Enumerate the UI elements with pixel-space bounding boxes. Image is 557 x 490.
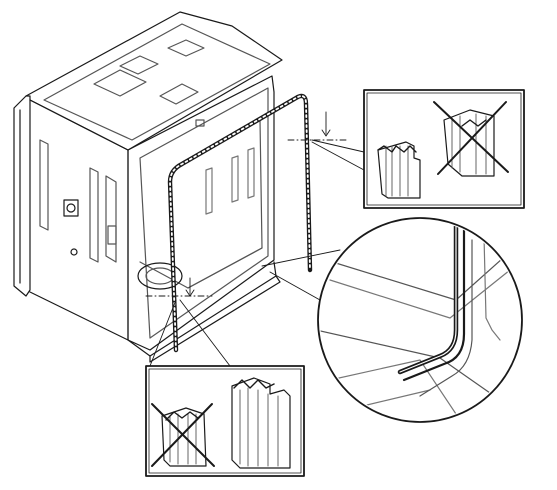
tub-side-port	[70, 248, 78, 256]
tub-sump-inner	[145, 267, 175, 285]
top-right-detail	[363, 89, 525, 209]
tub-base	[127, 261, 277, 357]
magnifier-ring	[317, 217, 523, 423]
door-seal-gasket	[167, 93, 313, 353]
tub-top-panel-3	[159, 83, 199, 105]
bottom-left-detail-frame-inner	[148, 368, 302, 474]
tub-side-rib-1	[39, 139, 49, 231]
incorrect-profile	[433, 101, 509, 177]
tub-side-wall	[29, 99, 129, 341]
incorrect-profile-lower	[151, 403, 215, 467]
tub-top-panel-2	[119, 55, 159, 75]
tub-side-bracket	[107, 225, 117, 245]
bottom-leader-1	[149, 299, 177, 367]
tub-inner-back	[181, 119, 263, 289]
top-right-detail-frame	[363, 89, 525, 209]
tub-base-lower	[149, 275, 281, 363]
correct-profile	[377, 141, 421, 199]
magnifier-gasket	[397, 223, 459, 375]
gasket-inner	[169, 95, 311, 351]
corner-magnifier-circle	[317, 217, 523, 423]
tub-top-panel-1	[93, 69, 147, 97]
tub-front-frame-outer	[127, 75, 275, 351]
bottom-leader-2	[179, 299, 231, 367]
top-arrow-head	[321, 129, 331, 137]
top-right-detail-frame-inner	[366, 92, 522, 206]
tub-side-fitting-hole	[66, 203, 76, 213]
tub-inner-rib-1	[205, 167, 213, 215]
tub-latch-top	[195, 119, 205, 127]
dishwasher-tub	[13, 11, 283, 363]
tub-side-rib-2	[89, 167, 99, 263]
tub-top-inner	[43, 23, 271, 141]
tub-left-flange	[13, 95, 31, 297]
tub-side-fitting	[63, 199, 79, 217]
bottom-left-cross-icon	[151, 403, 215, 467]
tub-inner-rib-2	[231, 155, 239, 203]
tub-top-panel-4	[167, 39, 205, 57]
top-leader-1	[311, 139, 365, 153]
callout-leaders	[145, 111, 365, 367]
correct-profile-lower	[231, 377, 291, 469]
bottom-left-detail-frame	[145, 365, 305, 477]
top-right-cross-icon	[433, 101, 509, 175]
magnifier-leader-2	[269, 271, 321, 301]
tub-inner-rib-3	[247, 147, 255, 199]
gasket-outer	[167, 93, 313, 353]
magnifier-leader-1	[261, 249, 341, 267]
tub-floor	[139, 247, 263, 289]
top-leader-2	[311, 141, 365, 171]
bottom-left-detail	[145, 365, 305, 477]
tub-sump	[137, 262, 183, 290]
tub-side-rib-3	[105, 175, 117, 263]
